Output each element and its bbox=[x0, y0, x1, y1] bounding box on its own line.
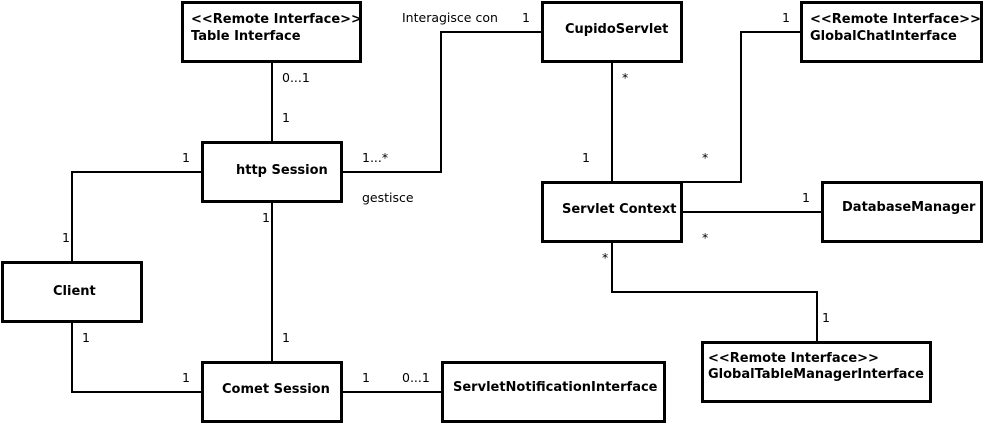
multiplicity-label: 1 bbox=[822, 310, 830, 325]
multiplicity-label: 0...1 bbox=[282, 70, 310, 85]
multiplicity-label: * bbox=[622, 70, 629, 85]
assoc-client-comet bbox=[71, 322, 202, 393]
class-stereotype: <<Remote Interface>> bbox=[708, 351, 879, 366]
multiplicity-label: 1 bbox=[182, 150, 190, 165]
class-name: ServletNotificationInterface bbox=[453, 380, 658, 395]
class-servlet-notification-interface[interactable]: ServletNotificationInterface bbox=[441, 361, 666, 423]
class-stereotype: <<Remote Interface>> bbox=[810, 12, 981, 27]
class-comet-session[interactable]: Comet Session bbox=[201, 361, 343, 423]
class-servlet-context[interactable]: Servlet Context bbox=[541, 181, 683, 243]
class-name: GlobalChatInterface bbox=[810, 29, 957, 44]
class-http-session[interactable]: http Session bbox=[201, 141, 343, 203]
multiplicity-label: 1 bbox=[62, 230, 70, 245]
multiplicity-label: * bbox=[602, 250, 609, 265]
assoc-http-cupido bbox=[342, 31, 542, 173]
class-name: Servlet Context bbox=[562, 202, 677, 217]
multiplicity-label: 1 bbox=[522, 10, 530, 25]
class-name: Table Interface bbox=[191, 29, 301, 44]
multiplicity-label: 1 bbox=[82, 330, 90, 345]
multiplicity-label: * bbox=[702, 230, 709, 245]
assoc-client-http bbox=[71, 171, 202, 262]
class-stereotype: <<Remote Interface>> bbox=[191, 12, 362, 27]
class-database-manager[interactable]: DatabaseManager bbox=[821, 181, 983, 243]
class-name: GlobalTableManagerInterface bbox=[708, 367, 924, 382]
class-name: Client bbox=[53, 284, 96, 299]
association-name: Interagisce con bbox=[402, 10, 498, 25]
multiplicity-label: 1 bbox=[782, 10, 790, 25]
multiplicity-label: 1 bbox=[362, 370, 370, 385]
class-global-table-manager-interface[interactable]: <<Remote Interface>> GlobalTableManagerI… bbox=[701, 341, 932, 403]
multiplicity-label: * bbox=[702, 150, 709, 165]
multiplicity-label: 1 bbox=[182, 370, 190, 385]
multiplicity-label: 1...* bbox=[362, 150, 389, 165]
multiplicity-label: 1 bbox=[282, 330, 290, 345]
multiplicity-label: 1 bbox=[802, 190, 810, 205]
multiplicity-label: 1 bbox=[582, 150, 590, 165]
class-name: CupidoServlet bbox=[565, 22, 669, 37]
class-name: http Session bbox=[236, 163, 328, 178]
class-table-interface[interactable]: <<Remote Interface>> Table Interface bbox=[181, 1, 362, 63]
class-name: DatabaseManager bbox=[842, 200, 976, 215]
association-name: gestisce bbox=[362, 190, 414, 205]
multiplicity-label: 0...1 bbox=[402, 370, 430, 385]
multiplicity-label: 1 bbox=[282, 110, 290, 125]
class-global-chat-interface[interactable]: <<Remote Interface>> GlobalChatInterface bbox=[800, 1, 983, 63]
class-name: Comet Session bbox=[222, 382, 330, 397]
class-client[interactable]: Client bbox=[1, 261, 143, 323]
multiplicity-label: 1 bbox=[262, 210, 270, 225]
class-cupido-servlet[interactable]: CupidoServlet bbox=[541, 1, 683, 63]
assoc-context-gtm bbox=[611, 242, 818, 342]
assoc-context-chat bbox=[682, 31, 802, 183]
